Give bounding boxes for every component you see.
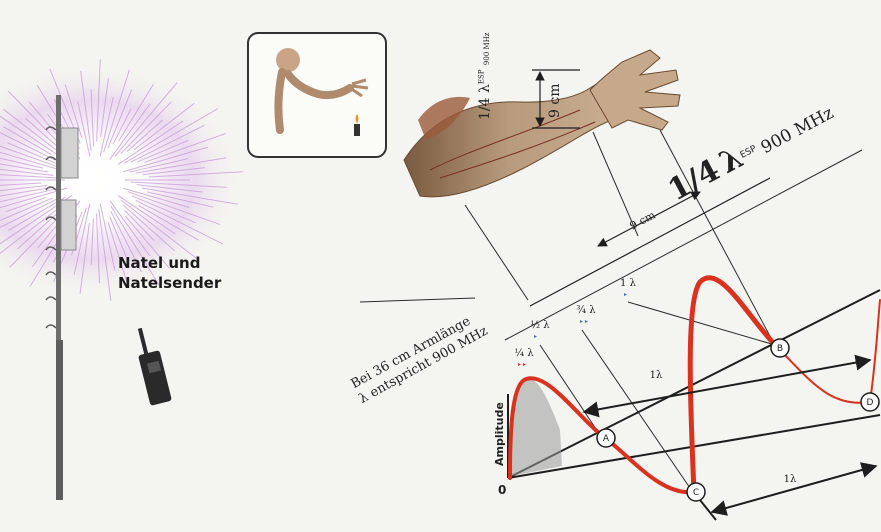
tick-quarter-mark: ▸ ▸	[518, 361, 526, 368]
horizontal-dimensions	[530, 178, 770, 306]
vertical-quarter-small: 900 MHz	[483, 33, 491, 66]
dim-9cm-vertical-label: 9 cm	[548, 84, 562, 118]
tower-label-line-1: Natel und	[118, 253, 221, 273]
person-illustration	[248, 33, 386, 157]
lambda-marker-upper: 1λ	[650, 370, 663, 381]
tower-label-line-2: Natelsender	[118, 273, 221, 293]
vertical-quarter-sup: ESP	[477, 70, 485, 85]
lambda-marker-lower: 1λ	[784, 474, 797, 485]
sine-wave	[510, 278, 880, 492]
tick-half: ½ λ	[530, 320, 550, 331]
origin-label: 0	[498, 483, 506, 497]
mobile-phone-icon	[138, 328, 172, 406]
tick-full: 1 λ	[620, 278, 637, 289]
tower-label: Natel und Natelsender	[118, 253, 221, 293]
point-d-label: D	[867, 398, 874, 408]
tick-quarter: ¼ λ	[514, 348, 534, 359]
tick-half-mark: ▸	[534, 333, 537, 340]
tick-guides	[540, 302, 775, 488]
point-a-label: A	[603, 434, 610, 444]
vertical-quarter-text: 1/4 λ	[477, 84, 493, 120]
tick-three-quarter: ¾ λ	[576, 305, 596, 316]
point-b-label: B	[777, 344, 783, 354]
amplitude-label: Amplitude	[494, 402, 505, 466]
quarter-wave-sup: ESP	[739, 144, 759, 161]
point-c-label: C	[693, 488, 699, 498]
vertical-quarter-label: 1/4 λESP 900 MHz	[478, 33, 492, 120]
arm-illustration	[404, 50, 680, 197]
tick-three-quarter-mark: ▸ ▸	[580, 318, 588, 325]
tick-full-mark: ▸	[624, 291, 627, 298]
quarter-wave-area	[512, 379, 562, 476]
